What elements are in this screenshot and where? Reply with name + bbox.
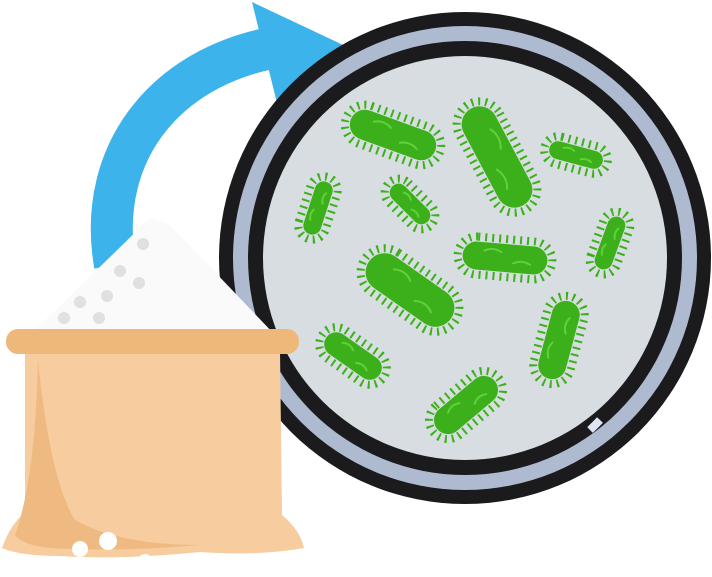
flour-sack-icon [2, 218, 304, 568]
bacteria-icon [356, 244, 464, 336]
bacteria-icon [424, 366, 508, 444]
bacteria-icon [529, 291, 589, 389]
bacteria-icon [585, 207, 635, 279]
bacteria-icon [453, 232, 557, 284]
sack-fold [15, 360, 200, 550]
flour-dots [58, 238, 149, 324]
bacteria-icon [315, 323, 391, 389]
sack-body [2, 350, 304, 558]
flour-pile [30, 218, 275, 335]
bacteria-icon [294, 172, 342, 244]
bacteria-colony [294, 97, 635, 444]
bacteria-icon [452, 97, 542, 217]
bacteria-icon [540, 132, 612, 178]
arrow-icon [90, 2, 358, 269]
bacteria-icon [340, 100, 446, 170]
sack-rim [6, 329, 299, 354]
